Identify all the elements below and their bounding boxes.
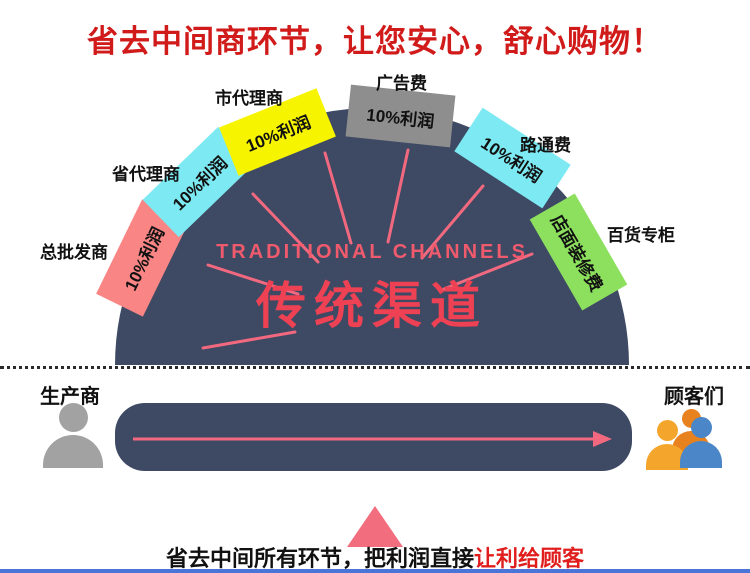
- blade-advertising-fee: 10%利润: [345, 84, 456, 148]
- footer-caption-black: 省去中间所有环节，把利润直接: [165, 546, 474, 571]
- label-general-wholesaler: 总批发商: [40, 243, 108, 262]
- person-body-icon: [43, 435, 103, 468]
- footer-caption-red: 让利给顾客: [474, 546, 585, 571]
- direct-flow-bar: [115, 403, 632, 471]
- blade-value: 10%利润: [365, 104, 436, 131]
- center-title-en: TRADITIONAL CHANNELS: [216, 241, 528, 263]
- person-head-icon: [690, 417, 712, 438]
- bottom-border-line: [0, 569, 750, 573]
- blade-value: 10%利润: [243, 112, 314, 156]
- label-advertising-fee: 广告费: [376, 74, 427, 93]
- label-provincial-agent: 省代理商: [112, 165, 180, 184]
- center-title-zh: 传统渠道: [256, 278, 488, 334]
- label-department-store-counter: 百货专柜: [607, 226, 675, 245]
- person-head-icon: [58, 403, 88, 432]
- page-title: 省去中间商环节，让您安心，舒心购物！: [87, 24, 663, 59]
- label-city-agent: 市代理商: [215, 89, 283, 108]
- customers-label: 顾客们: [664, 386, 724, 408]
- person-head-icon: [656, 420, 678, 441]
- person-body-icon: [680, 441, 722, 468]
- producer-person-icon: [43, 403, 103, 468]
- label-road-toll: 路通费: [520, 136, 571, 155]
- producer-label: 生产商: [40, 386, 100, 408]
- footer-caption: 省去中间所有环节，把利润直接让利给顾客: [0, 541, 750, 573]
- flow-arrow-icon: [133, 431, 612, 447]
- customer-person-right-icon: [680, 417, 722, 468]
- dotted-divider: [0, 366, 750, 369]
- pointer-triangle-icon: [347, 506, 403, 547]
